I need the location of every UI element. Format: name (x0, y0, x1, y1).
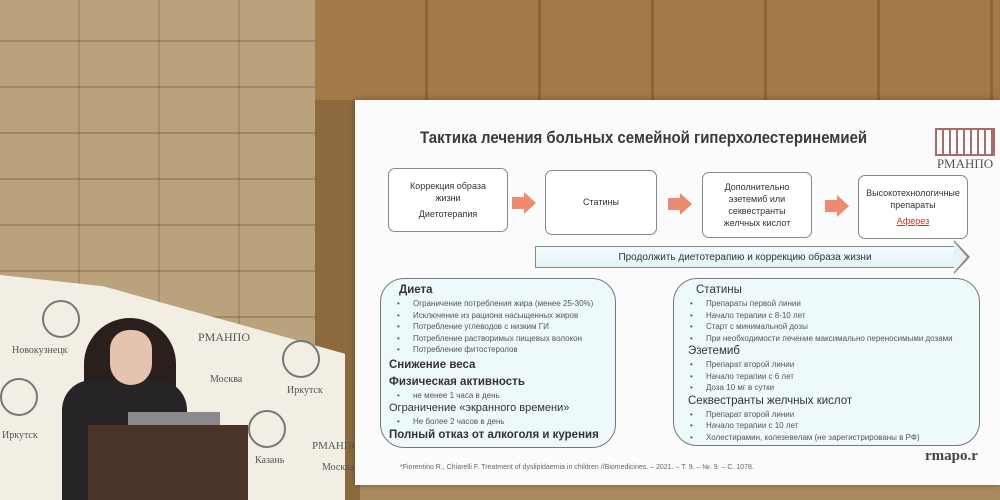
activity-heading: Физическая активность (389, 375, 525, 388)
screen-time-list: Не более 2 часов в день (395, 416, 601, 428)
continue-arrow-text: Продолжить диетотерапию и коррекцию обра… (618, 251, 872, 263)
step-statins: Статины (545, 170, 657, 235)
stone-wall (0, 0, 330, 500)
statins-heading: Статины (696, 284, 742, 296)
laptop (128, 412, 220, 426)
step-hightech: Высокотехнологичные препараты Аферез (858, 175, 968, 239)
banner-logo: РМАНПО (198, 330, 251, 344)
list-item: Потребление фитостеролов (395, 344, 601, 356)
list-item: Старт с минимальной дозы (688, 321, 965, 333)
list-item: При необходимости лечение максимально пе… (688, 333, 965, 345)
list-item: не менее 1 часа в день (395, 390, 601, 402)
list-item: Ограничение потребления жира (менее 25-3… (395, 298, 601, 310)
arrow-right-icon (825, 195, 849, 217)
lifestyle-panel: Диета Ограничение потребления жира (мене… (380, 278, 616, 448)
banner-city: Иркутск (2, 430, 38, 441)
step-text: Дополнительно эзетемиб или секвестранты … (723, 181, 791, 229)
arrow-head-icon (954, 242, 967, 272)
banner-city: Москва (210, 374, 243, 385)
banner-logo: РМАНПО (312, 440, 360, 452)
list-item: Препарат второй линии (688, 359, 965, 371)
speaker-face (110, 330, 152, 385)
list-item: Препараты первой линии (688, 298, 965, 310)
list-item: Доза 10 мг в сутки (688, 382, 965, 394)
list-item: Потребление углеводов с низким ГИ (395, 321, 601, 333)
seal-logo (42, 300, 80, 338)
ezetimibe-heading: Эзетемиб (688, 345, 740, 357)
step-text: Статины (583, 197, 619, 208)
wood-panel (315, 0, 1000, 100)
quit-heading: Полный отказ от алкоголя и курения (389, 428, 599, 441)
banner-city: Новокузнецк (12, 345, 68, 356)
step-additional: Дополнительно эзетемиб или секвестранты … (702, 172, 812, 238)
seal-logo (282, 340, 320, 378)
list-item: Не более 2 часов в день (395, 416, 601, 428)
seal-logo (0, 378, 38, 416)
sequestrants-heading: Секвестранты желчных кислот (688, 394, 853, 407)
list-item: Начало терапии с 8-10 лет (688, 310, 965, 322)
ezetimibe-list: Препарат второй линииНачало терапии с 6 … (688, 359, 965, 394)
seal-logo (248, 410, 286, 448)
list-item: Потребление растворимых пищевых волокон (395, 333, 601, 345)
screen-heading: Ограничение «экранного времени» (389, 402, 570, 414)
logo-text: РМАНПО (936, 156, 994, 171)
step-text: Диетотерапия (418, 209, 478, 220)
activity-list: не менее 1 часа в день (395, 390, 601, 402)
continue-arrow: Продолжить диетотерапию и коррекцию обра… (535, 246, 955, 268)
slide-title: Тактика лечения больных семейной гиперхо… (420, 128, 868, 147)
list-item: Препарат второй линии (688, 409, 965, 421)
weight-heading: Снижение веса (389, 358, 476, 371)
banner-city: Иркутск (287, 385, 323, 396)
diet-list: Ограничение потребления жира (менее 25-3… (395, 298, 601, 356)
drugs-panel: Статины Препараты первой линииНачало тер… (673, 278, 980, 446)
apheresis-link: Аферез (896, 215, 930, 226)
site-url: rmapo.r (925, 448, 978, 464)
list-item: Начало терапии с 6 лет (688, 371, 965, 383)
diet-heading: Диета (399, 284, 433, 296)
rmanpo-logo: РМАНПО (930, 128, 1000, 172)
sequestrants-list: Препарат второй линииНачало терапии с 10… (688, 409, 965, 444)
step-text: Коррекция образа жизни (410, 180, 486, 203)
podium (88, 425, 248, 500)
banner-city: Казань (255, 455, 285, 466)
list-item: Исключение из рациона насыщенных жиров (395, 310, 601, 322)
arrow-right-icon (668, 193, 692, 215)
arrow-right-icon (512, 192, 536, 214)
statins-list: Препараты первой линииНачало терапии с 8… (688, 298, 965, 344)
list-item: Начало терапии с 10 лет (688, 420, 965, 432)
step-lifestyle: Коррекция образа жизни Диетотерапия (388, 168, 508, 232)
step-text: Высокотехнологичные препараты (866, 188, 960, 211)
footnote: *Fiorentino R., Chiarelli F. Treatment o… (400, 464, 754, 471)
list-item: Холестирамин, колезевелам (не зарегистри… (688, 432, 965, 444)
building-icon (935, 128, 995, 156)
banner-city: Москва (322, 462, 355, 473)
